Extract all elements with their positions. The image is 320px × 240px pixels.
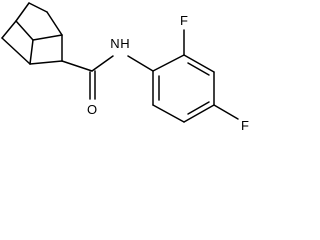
nitrogen-to-ring-bond <box>127 55 154 72</box>
ring-bond <box>152 104 185 123</box>
cage-bond <box>15 2 30 22</box>
cage-bond <box>15 20 34 41</box>
fluorine-ortho-label: F <box>180 13 188 28</box>
cage-bond <box>1 37 31 65</box>
nitrogen-label: N <box>110 36 119 51</box>
molecule-structure: N H O F F <box>1 2 249 133</box>
difluorophenyl-ring <box>152 29 239 123</box>
amide-group <box>61 55 154 100</box>
carbonyl-to-nitrogen-bond <box>91 55 114 72</box>
ring-bond <box>183 54 215 73</box>
fluorine-para-label: F <box>241 118 249 133</box>
ring-bond <box>183 104 215 123</box>
cage-bond <box>29 60 63 65</box>
ring-to-fluorine-bond <box>213 104 239 120</box>
ring-inner-double-bond <box>187 101 210 115</box>
oxygen-label: O <box>87 102 97 117</box>
hydrogen-label: H <box>120 36 129 51</box>
cage-bond <box>46 11 63 36</box>
cage-bond <box>32 34 63 41</box>
ring-inner-double-bond <box>187 62 210 76</box>
ring-bond <box>152 54 185 72</box>
cage-bond <box>29 39 34 65</box>
cage-bond <box>1 20 17 39</box>
cage-to-carbonyl-bond <box>61 60 93 72</box>
norbornane-cage <box>1 2 63 65</box>
cage-bond <box>28 2 48 13</box>
